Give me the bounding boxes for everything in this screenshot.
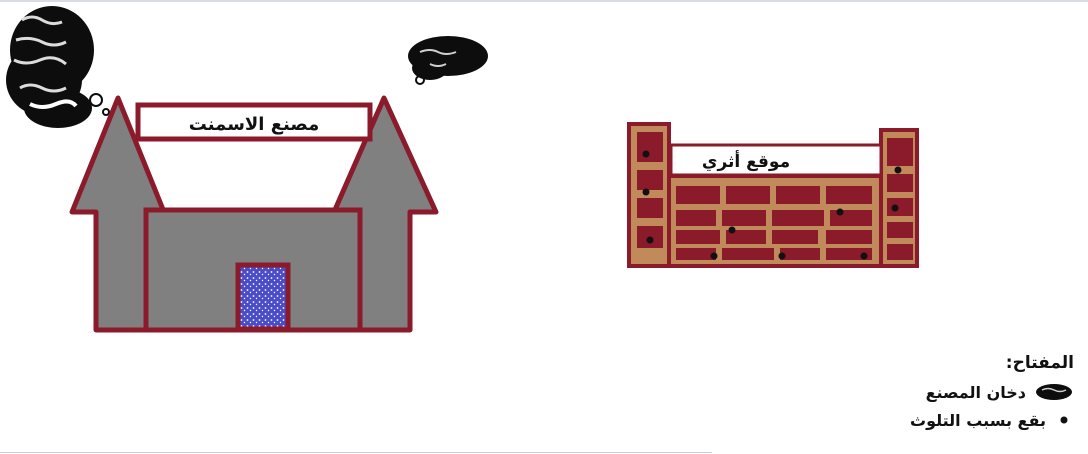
factory-door — [238, 265, 288, 329]
archaeological-site: موقع أثري — [629, 124, 917, 266]
legend: المفتاح: دخان المصنع بقع بسبب التلوث — [774, 352, 1074, 430]
smoke-cloud-icon — [1034, 382, 1074, 402]
legend-item-stain: بقع بسبب التلوث — [774, 410, 1074, 430]
bottom-border — [0, 452, 712, 453]
pollution-stain-icon — [1054, 410, 1074, 430]
legend-item-smoke: دخان المصنع — [774, 382, 1074, 402]
site-sign-label: موقع أثري — [702, 150, 790, 172]
factory-sign-label: مصنع الاسمنت — [189, 114, 320, 135]
legend-smoke-label: دخان المصنع — [926, 383, 1026, 402]
legend-title: المفتاح: — [774, 352, 1074, 374]
legend-stain-label: بقع بسبب التلوث — [910, 411, 1046, 430]
factory-smoke-left — [6, 6, 109, 128]
cement-factory: مصنع الاسمنت — [72, 98, 436, 330]
factory-smoke-right — [408, 36, 488, 84]
